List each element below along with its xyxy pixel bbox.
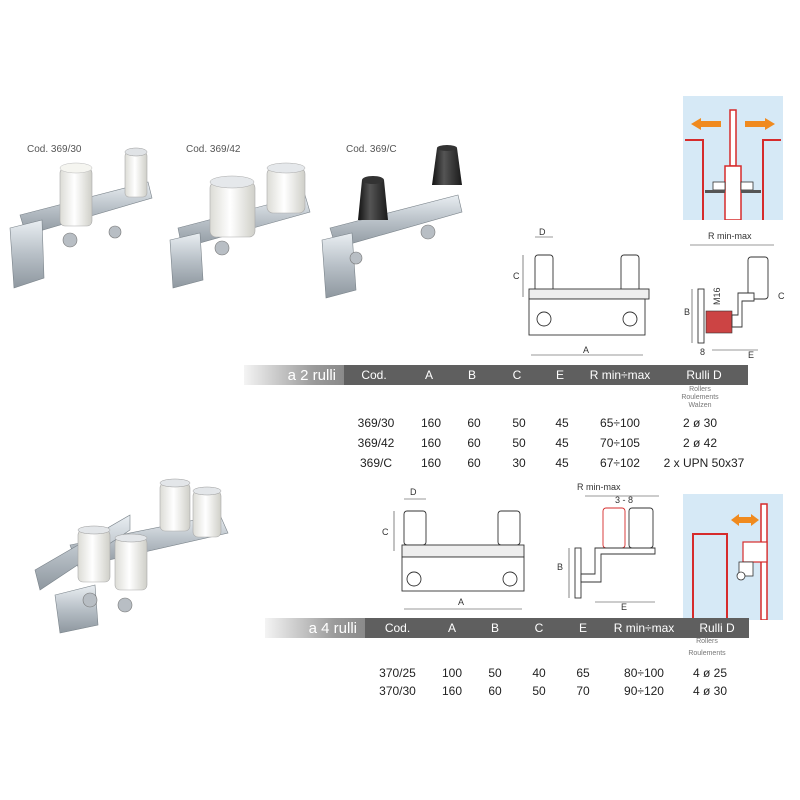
product-photos-2-rollers [9, 145, 463, 299]
table-2-col-r: R min÷max [589, 368, 651, 382]
table-cell: 2 x UPN 50x37 [663, 456, 745, 470]
table-2-col-a: A [424, 368, 433, 382]
dim-label-b: B [684, 307, 690, 317]
table-cell: 60 [467, 436, 481, 450]
table-cell: 45 [555, 436, 569, 450]
table-cell: 30 [512, 456, 526, 470]
table-cell: 45 [555, 416, 569, 430]
dim-label-c: C [382, 527, 389, 537]
dim-label-c: C [513, 271, 520, 281]
table-2-col-b: B [467, 368, 476, 382]
table-cell: 45 [555, 456, 569, 470]
gate-diagram-4-rollers [683, 494, 783, 620]
table-cell: 100 [441, 666, 463, 680]
dim-label-d: D [539, 227, 546, 237]
table-cell: 370/25 [379, 666, 416, 680]
dim-label-b: B [557, 562, 563, 572]
table-cell: 50 [488, 666, 502, 680]
table-cell: 2 ø 42 [682, 436, 718, 450]
technical-drawing-2-side: R min-max C B M16 8 E [684, 231, 785, 360]
table-cell: 369/30 [357, 416, 395, 430]
table-2-header-cells: Cod. A B C E R min÷max Rulli D [344, 365, 748, 385]
dim-label-c2: C [778, 291, 785, 301]
dim-label-a: A [458, 597, 464, 607]
technical-drawing-4-side: R min-max 3 - 8 B E [557, 482, 659, 612]
table-cell: 160 [420, 456, 442, 470]
photo-369-c [321, 145, 463, 299]
dim-label-e: E [621, 602, 627, 612]
table-cell: 70 [576, 684, 590, 698]
table-2-header: a 2 rulli Cod. A B C E R min÷max Rulli D [244, 365, 748, 385]
table-2-col-cod: Cod. [361, 368, 387, 382]
table-cell: 80÷100 [624, 666, 664, 680]
table-cell: 60 [467, 456, 481, 470]
table-cell: 50 [512, 416, 526, 430]
table-4-col-r: R min÷max [613, 621, 675, 635]
table-4-col-e: E [578, 621, 587, 635]
table-cell: 160 [441, 684, 463, 698]
photo-label-369-c: Cod. 369/C [346, 144, 397, 155]
table-2-rulli-subtitle: Rollers Roulements Walzen [681, 386, 719, 409]
table-cell: 4 ø 25 [692, 666, 728, 680]
table-cell: 65÷100 [600, 416, 640, 430]
table-4-rulli-subtitle: Rollers Roulements [688, 638, 726, 657]
dim-label-eight: 8 [700, 347, 705, 357]
table-4-header: a 4 rulli Cod. A B C E R min÷max Rulli D [265, 618, 749, 638]
table-cell: 60 [488, 684, 502, 698]
dim-label-a: A [583, 345, 589, 355]
technical-drawing-2-front: D C A [513, 227, 650, 356]
table-cell: 90÷120 [624, 684, 664, 698]
arrow-left-right-icon [731, 514, 759, 526]
dim-label-e: E [748, 350, 754, 360]
product-photo-4-rollers [34, 478, 229, 634]
photo-369-42 [169, 162, 311, 289]
table-cell: 67÷102 [600, 456, 640, 470]
table-4-col-b: B [490, 621, 499, 635]
technical-drawing-4-front: D C A [382, 487, 525, 610]
dim-label-r: R min-max [577, 482, 621, 492]
table-cell: 369/C [359, 456, 393, 470]
photo-label-369-42: Cod. 369/42 [186, 144, 241, 155]
table-4-col-cod: Cod. [384, 621, 411, 635]
table-2-title: a 2 rulli [244, 365, 344, 385]
diagram-background [683, 494, 783, 620]
photo-369-30 [9, 147, 153, 289]
table-cell: 70÷105 [600, 436, 640, 450]
table-cell: 160 [420, 416, 442, 430]
table-cell: 160 [420, 436, 442, 450]
table-cell: 2 ø 30 [682, 416, 718, 430]
table-2-col-c: C [512, 368, 522, 382]
gate-diagram-2-rollers [683, 96, 783, 220]
table-cell: 4 ø 30 [692, 684, 728, 698]
photo-label-369-30: Cod. 369/30 [27, 144, 82, 155]
table-2-col-e: E [555, 368, 564, 382]
table-4-header-cells: Cod. A B C E R min÷max Rulli D [365, 618, 749, 638]
table-4-col-rulli: Rulli D [699, 621, 735, 635]
dim-label-range: 3 - 8 [615, 495, 633, 505]
dim-label-d: D [410, 487, 417, 497]
table-cell: 65 [576, 666, 590, 680]
table-cell: 370/30 [379, 684, 416, 698]
table-2-col-rulli: Rulli D [686, 368, 722, 382]
table-cell: 50 [532, 684, 546, 698]
table-cell: 60 [467, 416, 481, 430]
table-4-title: a 4 rulli [265, 618, 365, 638]
table-cell: 369/42 [357, 436, 395, 450]
arrow-left-icon [691, 118, 721, 130]
table-cell: 50 [512, 436, 526, 450]
dim-label-r: R min-max [708, 231, 752, 241]
dim-label-m16: M16 [712, 287, 722, 305]
table-cell: 40 [532, 666, 546, 680]
arrow-right-icon [745, 118, 775, 130]
table-4-col-a: A [447, 621, 456, 635]
table-4-col-c: C [534, 621, 544, 635]
